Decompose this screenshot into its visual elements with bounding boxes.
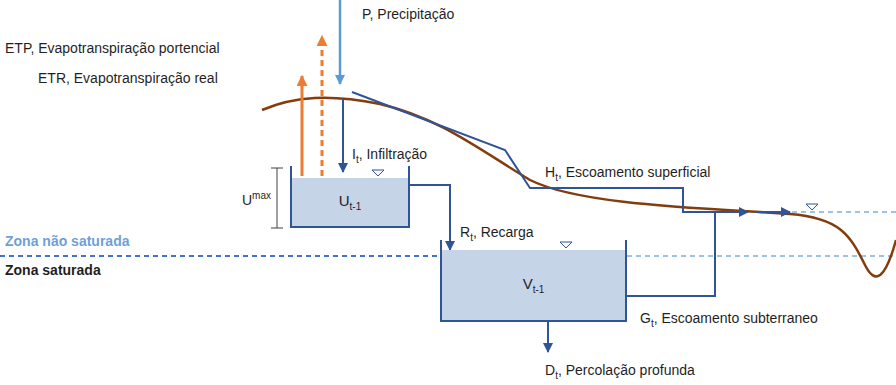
precipitation-arrow [339,0,342,84]
recharge-connector [410,185,450,250]
label-text: Zona não saturada [5,233,129,249]
tank-label: Ut-1 [339,192,362,212]
label-text: , Percolação profunda [558,362,695,378]
label-text: ETR, Evapotranspiração real [38,70,218,86]
label-text: , Escoamento superficial [558,164,711,180]
flux-label: ETP, Evapotranspiração portencial [5,40,220,56]
tank-label: Vt-1 [523,275,545,295]
zone-label: Zona saturada [5,262,101,278]
storage-tank: Vt-1 [440,250,627,322]
label-text: P, Precipitação [362,6,454,22]
storage-tank: Ut-1 [290,178,410,228]
zone-label: Zona não saturada [5,233,129,249]
flux-label: ETR, Evapotranspiração real [38,70,218,86]
capacity-bracket [271,168,283,169]
river-arrow [756,211,790,213]
water-level-symbol [372,170,384,176]
river-water-level [792,211,896,213]
runoff-arrow [352,92,748,212]
label-text: I [352,146,356,162]
flux-label: Gt, Escoamento subterraneo [640,310,818,332]
groundwater-flow-line [627,212,715,296]
flux-label: P, Precipitação [362,6,454,22]
storage-symbol: U [339,192,350,209]
capacity-bracket [271,228,283,229]
etr-arrow [301,76,304,176]
flux-label: Ht, Escoamento superficial [545,164,710,186]
time-subscript: t-1 [350,201,362,212]
time-subscript: t-1 [533,284,545,295]
label-text: U [242,192,252,208]
label-text: H [545,164,555,180]
etp-arrow [321,36,324,176]
label-text: D [545,362,555,378]
capacity-label: Umax [242,188,271,208]
flux-label: Rt, Recarga [460,224,534,246]
index-subscript: t [470,232,473,243]
index-subscript: max [252,190,271,201]
infiltration-arrow [342,100,344,172]
water-level-symbol [560,242,572,248]
index-subscript: t [651,318,654,329]
label-text: , Recarga [473,224,534,240]
index-subscript: t [555,370,558,381]
label-text: , Infiltração [359,146,427,162]
index-subscript: t [555,172,558,183]
storage-symbol: V [523,275,533,292]
label-text: G [640,310,651,326]
label-text: , Escoamento subterraneo [654,310,818,326]
water-level-symbol [806,204,818,210]
index-subscript: t [356,154,359,165]
zone-boundary [0,255,440,257]
label-text: R [460,224,470,240]
label-text: ETP, Evapotranspiração portencial [5,40,220,56]
zone-boundary [627,255,896,257]
flux-label: Dt, Percolação profunda [545,362,695,384]
label-text: Zona saturada [5,262,101,278]
flux-label: It, Infiltração [352,146,427,168]
capacity-bracket [277,168,278,228]
percolation-arrow [547,322,549,352]
